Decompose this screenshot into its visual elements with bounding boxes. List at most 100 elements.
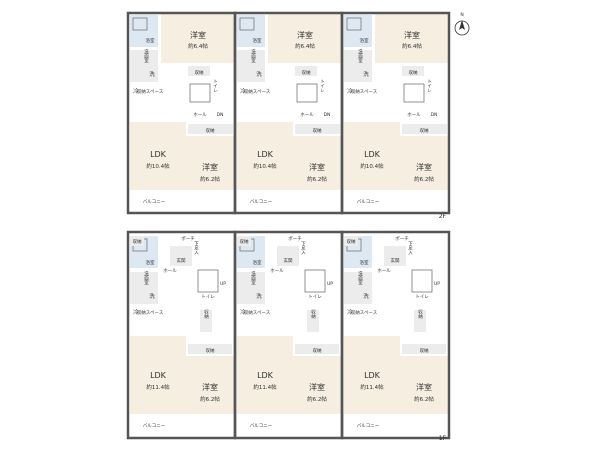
fridge-label: 冷 (133, 87, 139, 95)
wash-label: 洗面室 (144, 48, 149, 63)
storage-2-label: 収納 (420, 127, 429, 134)
bedroom-top-label: 洋室 (190, 30, 206, 40)
porch-label: ポーチ (181, 235, 195, 242)
bath-label: 浴室 (253, 37, 262, 44)
bedroom-bottom (293, 136, 341, 190)
entrance (384, 246, 406, 266)
bedroom-bottom-size: 約6.2帖 (307, 175, 327, 183)
fridge-label: 冷 (347, 308, 353, 316)
bedroom-bottom-size: 約6.2帖 (414, 175, 434, 183)
floor-1f: ポーチ玄関下足入浴室洗面室洗冷収納スペースホールトイレUP収納収納収納LDK約1… (126, 230, 451, 440)
toilet-label: トイレ (427, 79, 432, 93)
balcony (130, 193, 234, 211)
balcony (237, 193, 341, 211)
ldk-size: 約10.4帖 (360, 162, 384, 170)
toilet-room (197, 269, 219, 293)
bath-label: 浴室 (360, 259, 369, 266)
storage-1 (402, 66, 424, 76)
bathroom (237, 15, 265, 47)
bedroom-bottom (186, 136, 234, 190)
storage-side (200, 310, 212, 332)
bedroom-top-size: 約6.4帖 (295, 42, 315, 50)
storage-bottom-label: 収納 (420, 347, 429, 354)
ldk-size: 約10.4帖 (146, 162, 170, 170)
washroom (237, 50, 265, 82)
balcony-label: バルコニー (143, 199, 166, 205)
wash-label: 洗面室 (358, 270, 363, 285)
fridge-label: 冷 (347, 87, 353, 95)
entrance-label: 玄関 (391, 257, 400, 264)
bedroom-label: 洋室 (202, 382, 218, 392)
storage-label: 収納 (409, 69, 418, 76)
storage-top (344, 236, 358, 246)
bedroom (186, 356, 234, 414)
bedroom (293, 356, 341, 414)
bathtub-icon (132, 17, 148, 31)
hall-label: ホール (377, 268, 391, 274)
bath-label: 浴室 (360, 37, 369, 44)
storage-bottom-label: 収納 (313, 347, 322, 354)
storage-space-label: 収納スペース (351, 88, 378, 95)
bathroom (130, 15, 158, 47)
storage-2-label: 収納 (206, 127, 215, 134)
entrance-label: 玄関 (177, 257, 186, 264)
up-label: UP (327, 281, 333, 287)
storage-side (307, 310, 319, 332)
storage-label: 収納 (195, 69, 204, 76)
balcony (130, 417, 234, 435)
bedroom-size: 約6.2帖 (200, 395, 220, 403)
ldk-size: 約11.4帖 (146, 383, 170, 391)
ldk-label: LDK (364, 150, 381, 159)
toilet-room (411, 269, 433, 293)
bedroom-top-label: 洋室 (404, 30, 420, 40)
storage-top (130, 236, 144, 246)
bedroom-bottom-size: 約6.2帖 (200, 175, 220, 183)
washer-label: 洗 (149, 292, 155, 300)
ldk-size: 約10.4帖 (253, 162, 277, 170)
bedroom-bottom-label: 洋室 (416, 162, 432, 172)
bedroom-top (268, 13, 342, 63)
bedroom-bottom (400, 136, 448, 190)
storage-top-label: 収納 (347, 238, 356, 245)
balcony-label: バルコニー (250, 199, 273, 205)
shoe-cabinet-label: 下足入 (408, 241, 413, 255)
bedroom-size: 約6.2帖 (307, 395, 327, 403)
ldk-label: LDK (150, 371, 167, 380)
unit-1f-3: ポーチ玄関下足入浴室洗面室洗冷収納スペースホールトイレUP収納収納収納LDK約1… (340, 230, 451, 440)
porch-label: ポーチ (288, 235, 302, 242)
ldk-label: LDK (257, 371, 274, 380)
hall-label: ホール (407, 112, 421, 118)
bedroom-size: 約6.2帖 (414, 395, 434, 403)
storage-space-label: 収納スペース (351, 309, 378, 316)
toilet-label: トイレ (201, 295, 215, 300)
toilet-label: トイレ (320, 79, 325, 93)
storage-bottom (295, 344, 339, 354)
balcony (344, 417, 448, 435)
toilet-room (296, 83, 318, 103)
balcony (344, 193, 448, 211)
floor-2f-label: 2F (439, 213, 447, 220)
bathtub-icon (346, 17, 362, 31)
wash-label: 洗面室 (251, 270, 256, 285)
entrance (277, 246, 299, 266)
ldk-room (130, 336, 186, 414)
bedroom-bottom-label: 洋室 (309, 162, 325, 172)
ldk-label: LDK (150, 150, 167, 159)
ldk-room (130, 122, 186, 190)
wash-label: 洗面室 (251, 48, 256, 63)
balcony (237, 417, 341, 435)
floor-1f-label: 1F (439, 435, 447, 442)
storage-top (237, 236, 251, 246)
storage-top-label: 収納 (133, 238, 142, 245)
storage-bottom-label: 収納 (206, 347, 215, 354)
washroom (130, 272, 158, 304)
up-label: UP (434, 281, 440, 287)
ldk-label: LDK (257, 150, 274, 159)
storage-space-label: 収納スペース (244, 309, 271, 316)
storage-bottom (402, 344, 446, 354)
hall-label: ホール (163, 268, 177, 274)
